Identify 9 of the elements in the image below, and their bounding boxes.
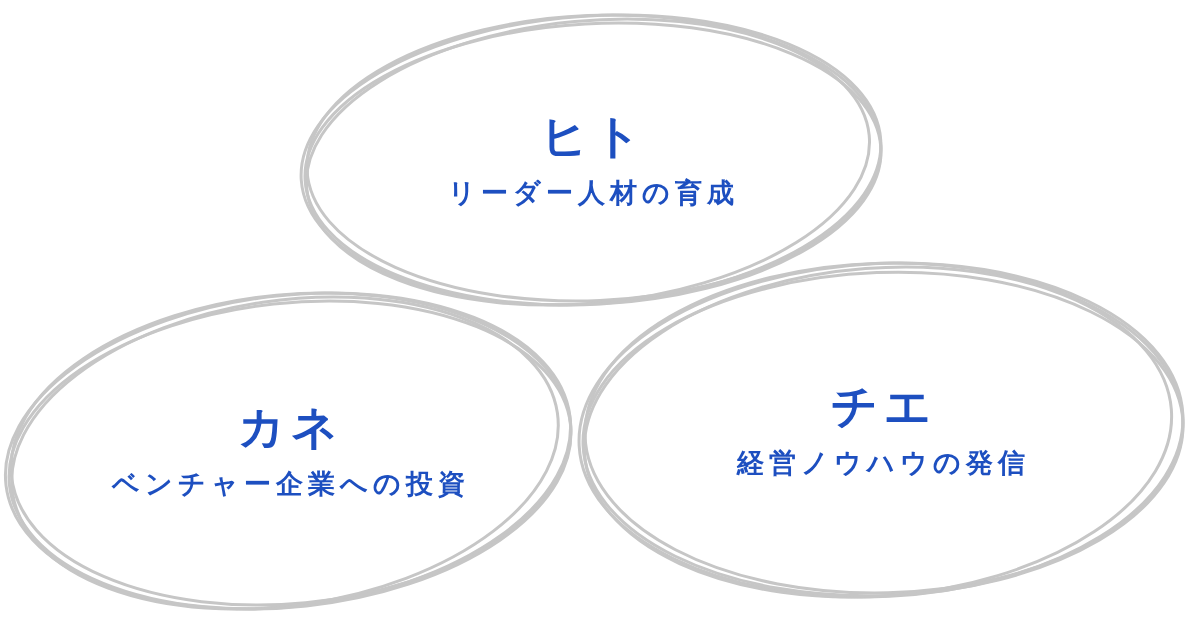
ellipse-node (2, 290, 574, 612)
node-title: カネ (237, 401, 344, 454)
node-subtitle: リーダー人材の育成 (447, 175, 739, 210)
ellipse-node (298, 12, 884, 308)
node-title: チエ (830, 380, 937, 433)
node-subtitle: 経営ノウハウの発信 (735, 445, 1030, 480)
node-title: ヒト (540, 110, 647, 163)
node-subtitle: ベンチャー企業への投資 (110, 466, 470, 501)
ellipse-node (576, 260, 1186, 600)
